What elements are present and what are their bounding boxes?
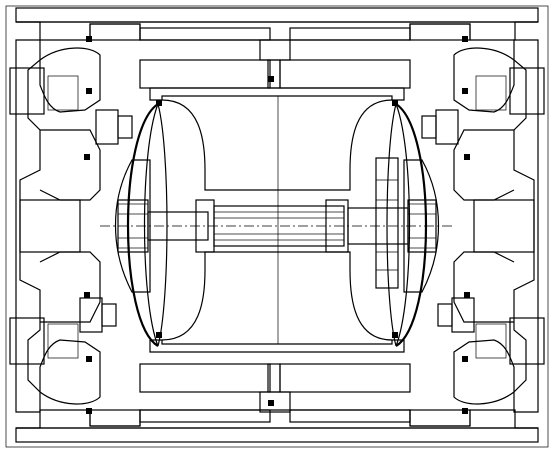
right-bottom-port-thread bbox=[509, 317, 545, 365]
pilot-cage bbox=[375, 157, 399, 289]
left-top-check-valve bbox=[95, 109, 133, 145]
right-diaphragm bbox=[386, 103, 440, 347]
drawing-border bbox=[5, 5, 549, 448]
right-top-port-thread bbox=[509, 67, 545, 115]
right-casing bbox=[453, 39, 545, 413]
right-bottom-check-valve bbox=[437, 297, 475, 333]
shaft-assembly bbox=[100, 199, 454, 253]
center-pilot-valves bbox=[259, 39, 291, 413]
right-top-check-valve bbox=[421, 109, 459, 145]
left-casing bbox=[9, 39, 101, 413]
top-manifold bbox=[15, 7, 539, 41]
left-diaphragm bbox=[114, 103, 168, 347]
left-bottom-check-valve bbox=[79, 297, 117, 333]
left-top-port-thread bbox=[9, 67, 45, 115]
bottom-manifold bbox=[15, 409, 539, 443]
seal-rings bbox=[84, 36, 470, 414]
center-air-chamber bbox=[139, 59, 411, 393]
left-bottom-port-thread bbox=[9, 317, 45, 365]
